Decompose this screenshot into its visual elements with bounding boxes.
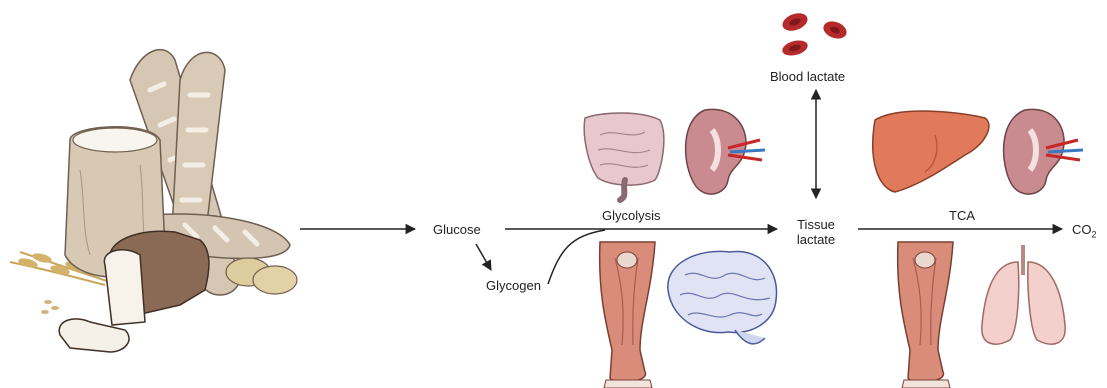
glycolysis-label: Glycolysis: [602, 208, 661, 223]
lungs-icon: [982, 245, 1065, 344]
leg-muscle-icon: [898, 242, 953, 388]
glycogen-label: Glycogen: [486, 278, 541, 293]
glucose-label: Glucose: [433, 222, 481, 237]
co2-main: CO: [1072, 222, 1092, 237]
tca-label: TCA: [949, 208, 975, 223]
tissue-lactate-line1: Tissue: [786, 217, 846, 232]
kidney-icon: [1004, 109, 1083, 194]
red-blood-cells-icon: [780, 10, 849, 58]
glucose-to-glycogen-arrow: [476, 244, 491, 270]
tissue-lactate-label: Tissue lactate: [786, 217, 846, 247]
co2-subscript: 2: [1092, 230, 1097, 240]
intestine-icon: [584, 113, 664, 200]
blood-lactate-label: Blood lactate: [770, 69, 845, 84]
bread-and-grains-icon: [10, 50, 297, 352]
liver-icon: [873, 111, 989, 192]
kidney-icon: [686, 109, 765, 194]
co2-label: CO2: [1072, 222, 1097, 243]
brain-icon: [668, 251, 777, 343]
tissue-lactate-line2: lactate: [786, 232, 846, 247]
glycogen-to-glycolysis-curve: [548, 230, 605, 284]
leg-muscle-icon: [600, 242, 655, 388]
